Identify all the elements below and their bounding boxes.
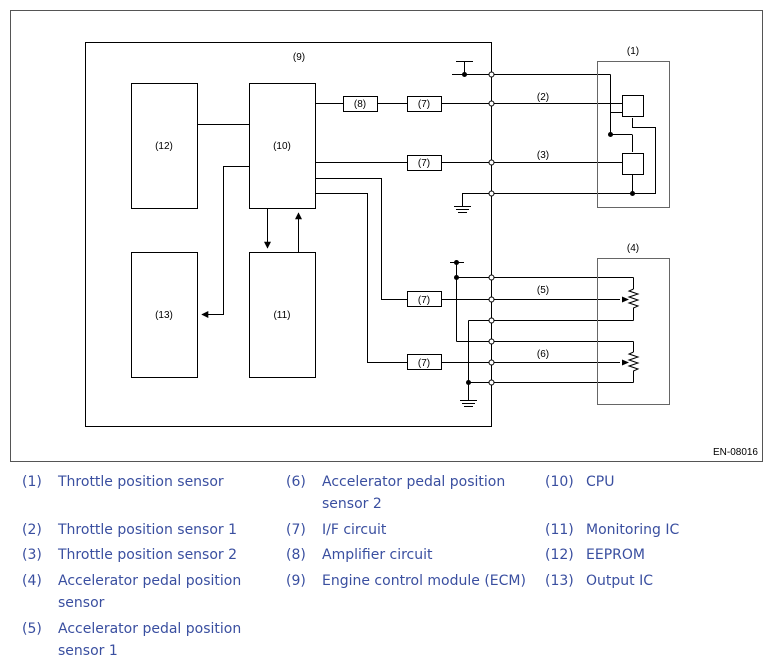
legend-text: Engine control module (ECM) [322,573,526,589]
label-monitoring-ic: (11) [273,310,290,321]
ecm-circuit-diagram: (9) (12) (10) (13) (11) (8) (7) (7) (7) … [10,10,763,462]
label-if-apps1: (7) [418,295,430,306]
legend-text: Amplifier circuit [322,547,433,563]
legend-text: CPU [586,474,615,490]
legend-text: I/F circuit [322,522,387,538]
legend-text: Throttle position sensor 2 [58,547,238,563]
label-tps: (1) [627,46,639,57]
tps1-element [622,95,644,117]
legend-num: (5) [22,621,42,637]
legend-num: (6) [286,474,306,490]
label-amplifier: (8) [354,99,366,110]
legend-text: Accelerator pedal position sensor 2 [322,474,506,512]
legend-num: (2) [22,522,42,538]
cpu-block [249,83,316,209]
tps-enclosure [597,61,670,208]
label-apps: (4) [627,243,639,254]
if-circuit-apps1 [407,291,442,307]
label-if-tps1: (7) [418,99,430,110]
apps-enclosure [597,258,670,405]
legend-num: (10) [545,474,574,490]
label-cpu: (10) [273,141,291,152]
legend-num: (1) [22,474,42,490]
legend-text: Accelerator pedal position sensor 1 [58,621,242,659]
label-if-apps2: (7) [418,358,430,369]
legend: (1) Throttle position sensor (2) Throttl… [0,468,773,665]
diagram-code: EN-08016 [713,447,758,458]
legend-num: (7) [286,522,306,538]
legend-text: Output IC [586,573,653,589]
label-tps2: (3) [537,150,549,161]
legend-text: EEPROM [586,547,645,563]
legend-num: (8) [286,547,306,563]
label-apps2: (6) [537,349,549,360]
diagram-frame [10,10,763,462]
legend-text: Throttle position sensor 1 [58,522,238,538]
monitoring-ic-block [249,252,316,378]
legend-text: Throttle position sensor [58,474,224,490]
legend-num: (3) [22,547,42,563]
label-apps1: (5) [537,285,549,296]
label-eeprom: (12) [155,141,173,152]
legend-num: (9) [286,573,306,589]
if-circuit-tps1 [407,96,442,112]
label-output-ic: (13) [155,310,173,321]
label-tps1: (2) [537,92,549,103]
tps2-element [622,153,644,175]
legend-num: (4) [22,573,42,589]
label-ecm: (9) [293,52,305,63]
amplifier-circuit [343,96,378,112]
eeprom-block [131,83,198,209]
legend-num: (11) [545,522,574,538]
output-ic-block [131,252,198,378]
legend-text: Accelerator pedal position sensor [58,573,242,611]
apps1-potentiometer [627,288,640,311]
if-circuit-apps2 [407,354,442,370]
label-if-tps2: (7) [418,158,430,169]
legend-num: (12) [545,547,574,563]
if-circuit-tps2 [407,155,442,171]
legend-num: (13) [545,573,574,589]
ecm-box [85,42,492,427]
legend-text: Monitoring IC [586,522,680,538]
apps2-potentiometer [627,351,640,373]
